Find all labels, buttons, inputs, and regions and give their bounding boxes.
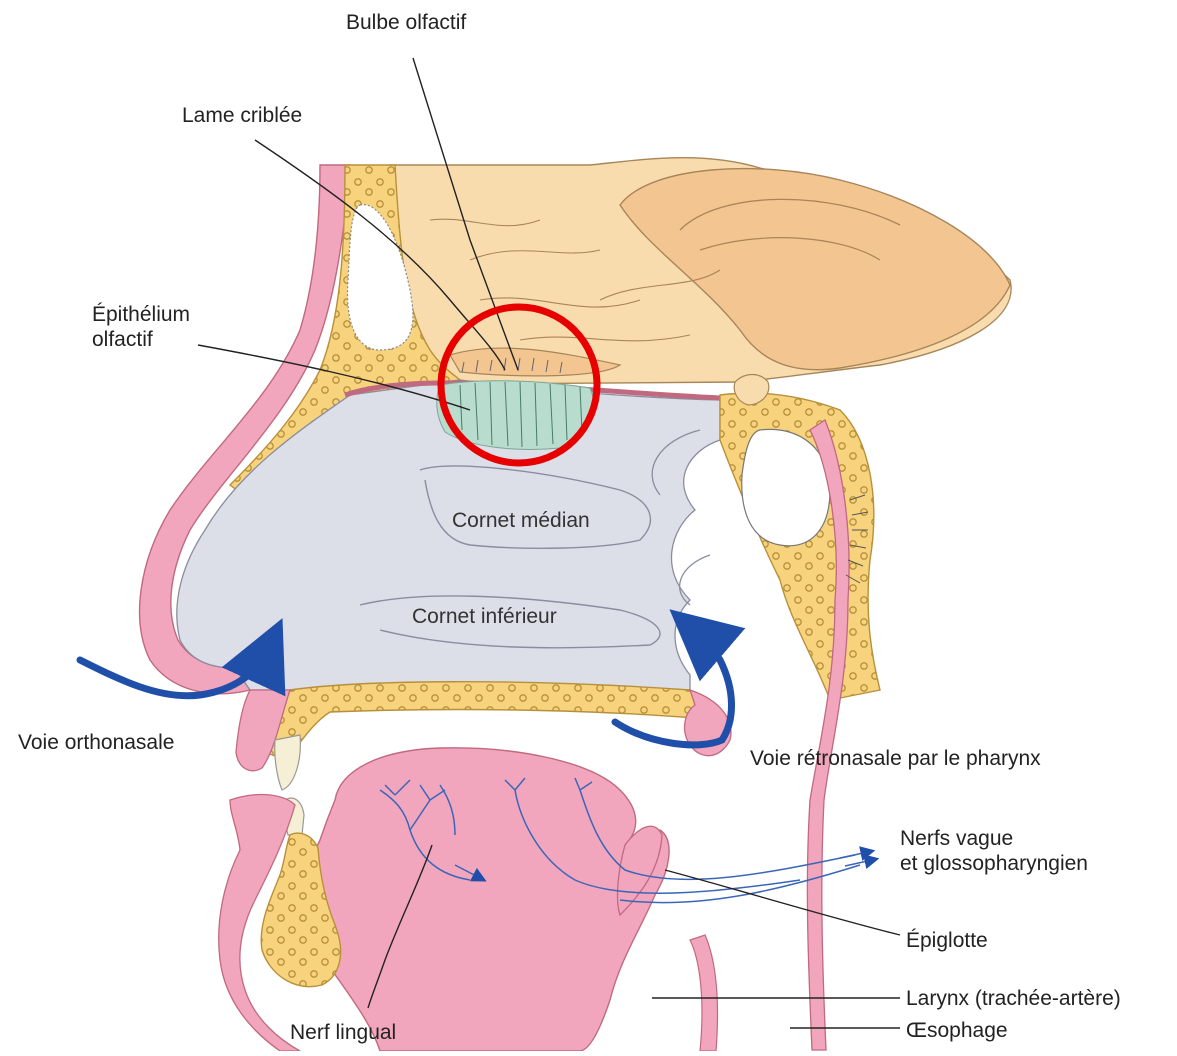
label-nerfs-line2: et glossopharyngien [900, 851, 1088, 876]
larynx-tube [690, 935, 718, 1051]
label-larynx: Larynx (trachée-artère) [906, 986, 1121, 1011]
label-nerfs-vague: Nerfs vague et glossopharyngien [900, 826, 1088, 876]
label-cornet-median: Cornet médian [452, 508, 590, 533]
label-voie-retronasale: Voie rétronasale par le pharynx [750, 746, 1041, 771]
label-epithelium-line1: Épithélium [92, 302, 190, 327]
label-epithelium-olfactif: Épithélium olfactif [92, 302, 190, 352]
label-voie-orthonasale: Voie orthonasale [18, 730, 174, 755]
tongue [307, 748, 669, 1051]
label-nerfs-line1: Nerfs vague [900, 826, 1088, 851]
label-lame-criblee: Lame criblée [182, 103, 302, 128]
label-bulbe-olfactif: Bulbe olfactif [346, 10, 466, 35]
label-oesophage: Œsophage [906, 1018, 1008, 1043]
upper-tooth [275, 735, 301, 790]
label-epiglotte: Épiglotte [906, 928, 988, 953]
label-cornet-inferieur: Cornet inférieur [412, 604, 557, 629]
label-epithelium-line2: olfactif [92, 327, 190, 352]
label-nerf-lingual: Nerf lingual [290, 1020, 396, 1045]
